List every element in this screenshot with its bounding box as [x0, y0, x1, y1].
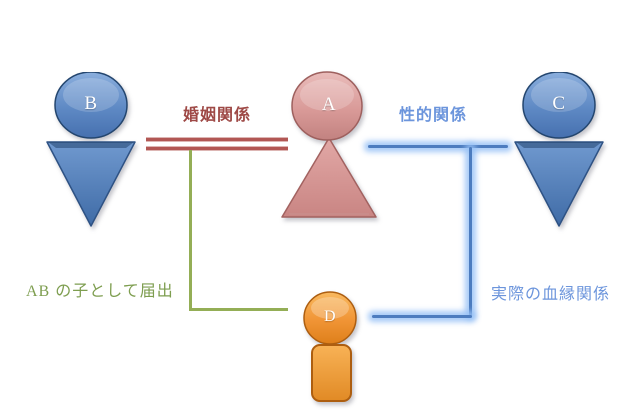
person-c-shape — [514, 72, 604, 227]
registered-child-line — [189, 150, 288, 311]
sexual-relation-line — [368, 145, 508, 148]
person-d: D — [302, 291, 358, 404]
blood-relation-line-horizontal — [372, 315, 472, 318]
person-d-shape — [303, 291, 357, 402]
blood-relation-line-vertical — [469, 147, 472, 316]
person-b: B — [46, 72, 136, 228]
registered-child-label: AB の子として届出 — [26, 283, 174, 300]
person-a-shape — [281, 71, 377, 218]
person-a: A — [281, 70, 377, 219]
person-c: C — [514, 72, 604, 228]
person-b-label: B — [84, 93, 98, 114]
person-a-label: A — [321, 94, 337, 115]
person-c-label: C — [552, 93, 566, 114]
person-b-shape — [46, 72, 136, 227]
sexual-relation-label: 性的関係 — [399, 107, 468, 124]
blood-relation-label: 実際の血縁関係 — [491, 286, 611, 303]
marriage-label: 婚姻関係 — [183, 107, 252, 124]
marriage-line-top — [146, 138, 288, 141]
person-d-label: D — [323, 308, 337, 325]
marriage-line-bottom — [146, 147, 288, 150]
